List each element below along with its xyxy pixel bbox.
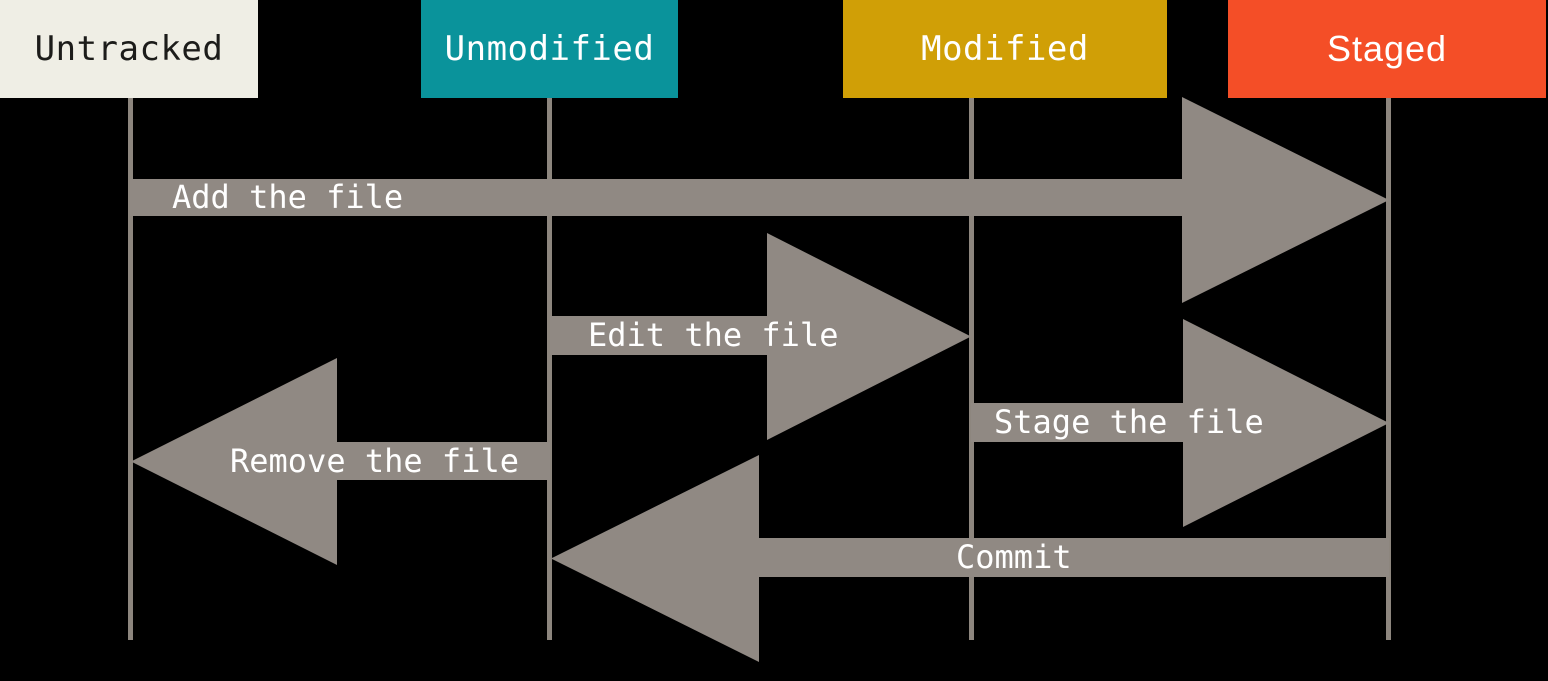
column-header-unmodified: Unmodified [421,0,678,98]
column-header-modified: Modified [843,0,1167,98]
arrow-label-edit-the-file: Edit the file [588,316,839,354]
lifeline-untracked [128,97,133,640]
arrow-label-commit: Commit [956,538,1072,576]
lifeline-unmodified [547,97,552,640]
arrow-shaft [130,179,1184,216]
arrow-shaft [757,538,1389,577]
column-label-untracked: Untracked [34,29,224,69]
arrow-label-add-the-file: Add the file [172,178,404,216]
arrow-head-right-icon [1182,97,1389,303]
arrow-shaft [550,316,769,355]
arrow-label-stage-the-file: Stage the file [994,403,1264,441]
lifeline-modified [969,97,974,640]
column-label-staged: Staged [1326,28,1448,69]
column-header-staged: Staged [1228,0,1546,98]
arrow-shaft [971,403,1185,442]
column-label-unmodified: Unmodified [444,29,655,69]
arrow-head-left-icon [551,455,759,662]
lifeline-staged [1386,97,1391,640]
arrow-shaft [336,442,550,480]
arrow-label-remove-the-file: Remove the file [230,442,519,480]
column-header-untracked: Untracked [0,0,258,98]
column-label-modified: Modified [921,29,1089,69]
